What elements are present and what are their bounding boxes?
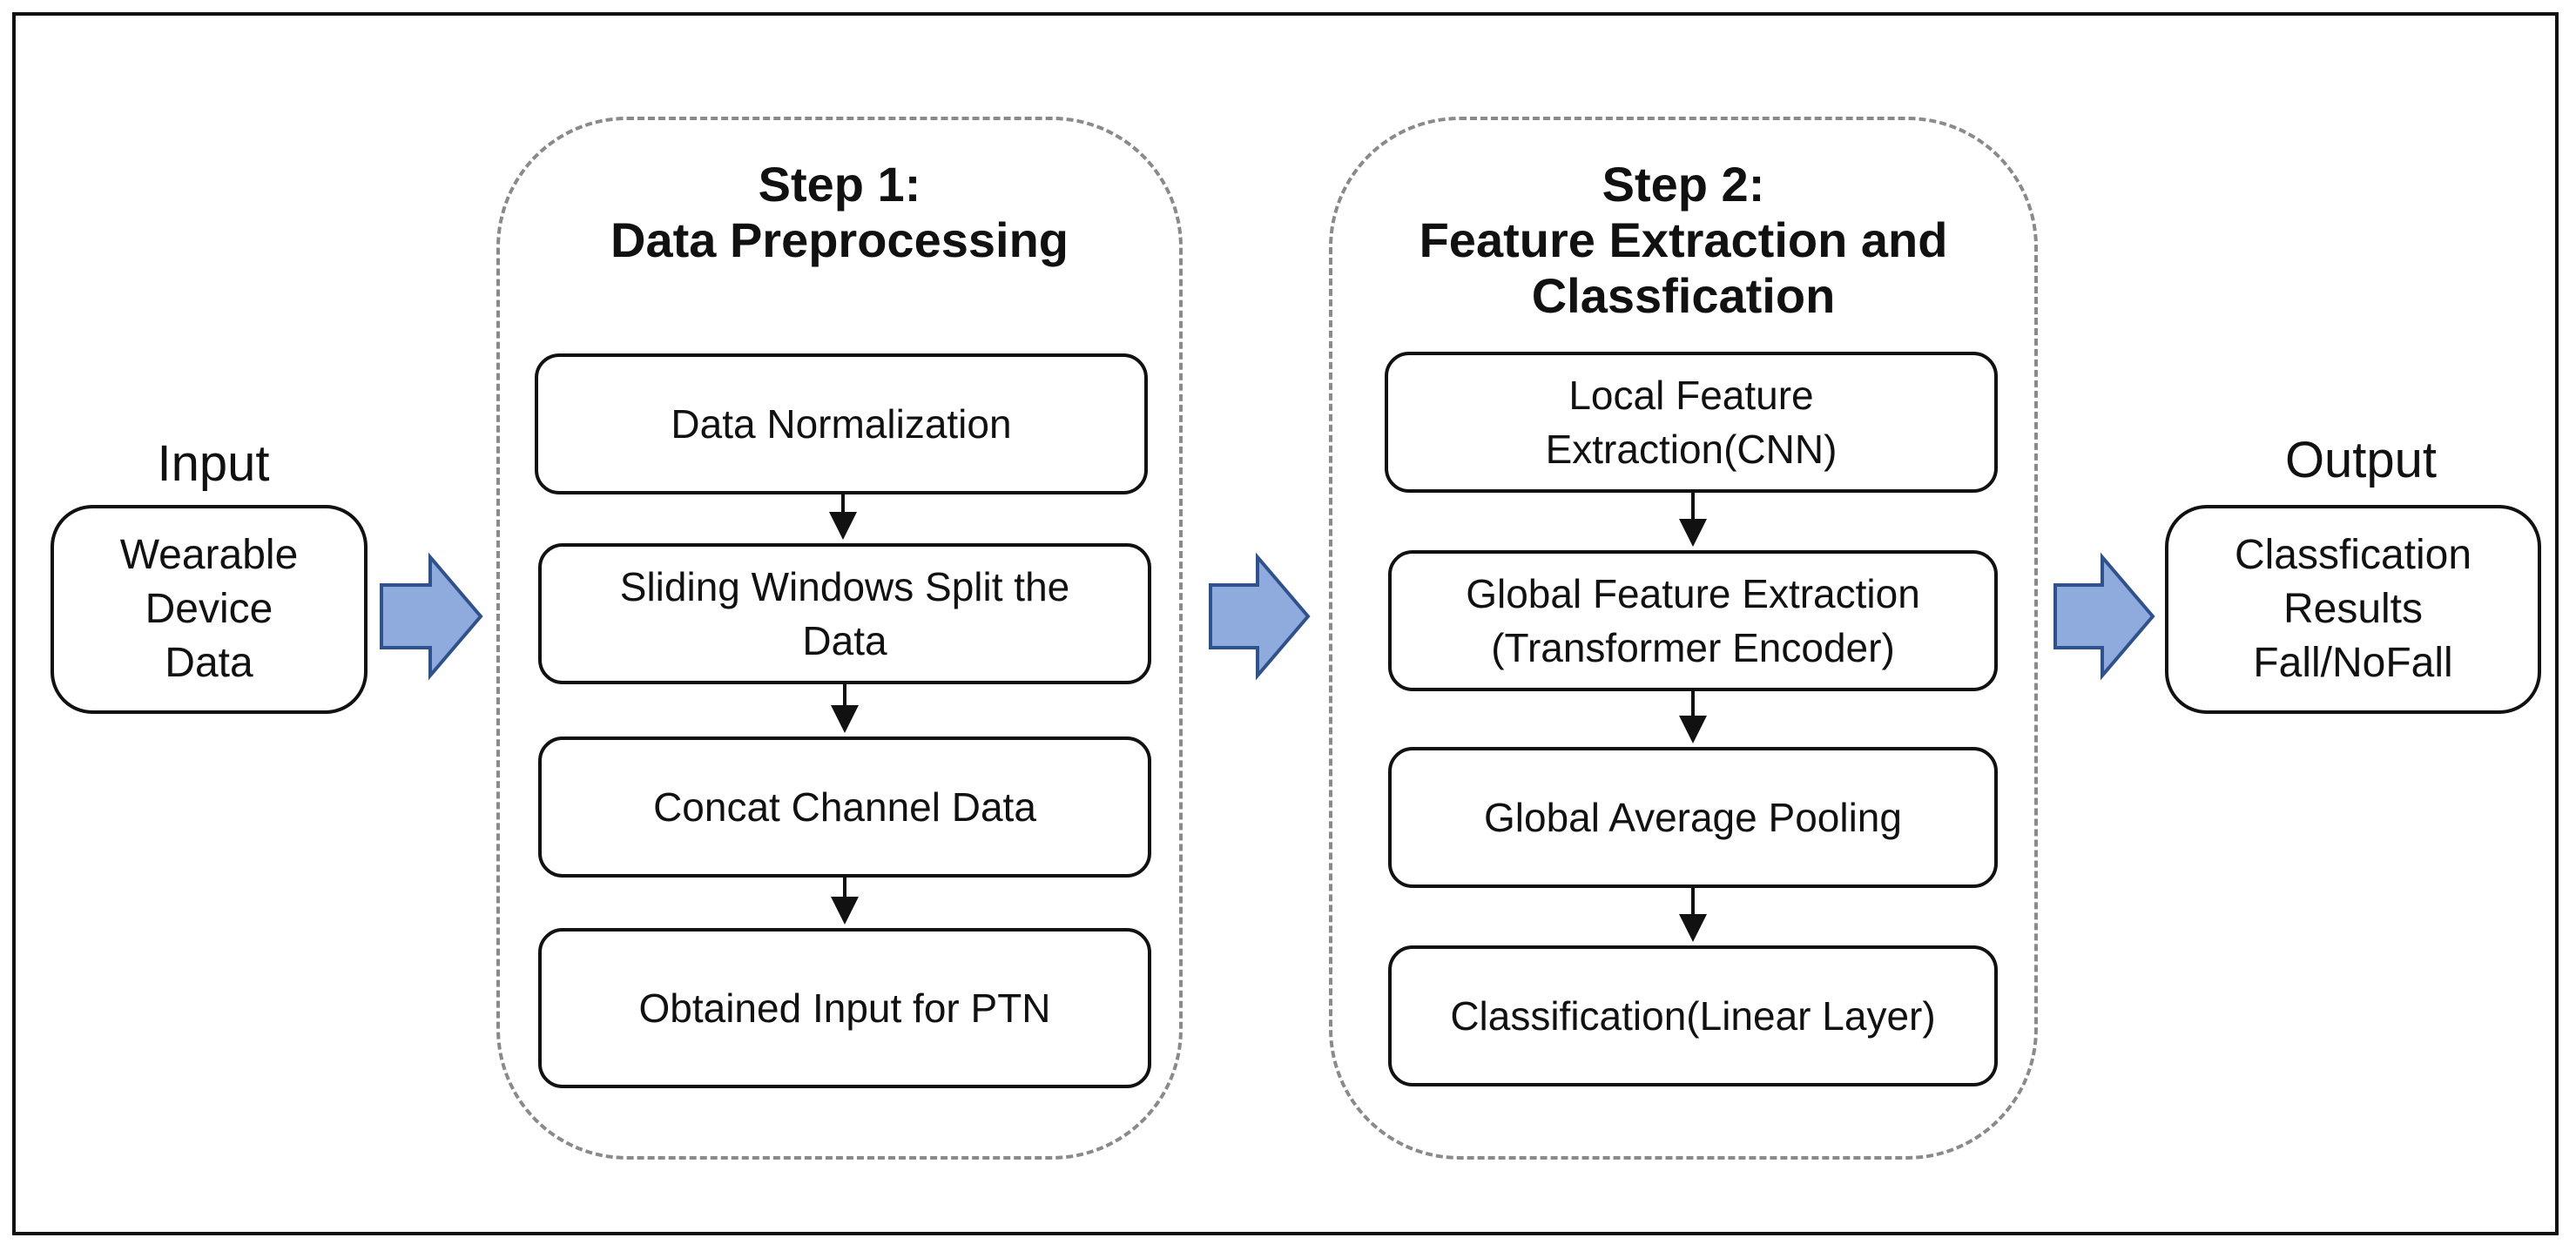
step1-panel: [496, 117, 1183, 1160]
output-label: Output: [2284, 432, 2438, 488]
output-box: Classfication Results Fall/NoFall: [2165, 505, 2541, 714]
diagram-frame: [12, 12, 2559, 1235]
step1-box-concat-channel: Concat Channel Data: [538, 736, 1151, 878]
step1-box-obtained-input: Obtained Input for PTN: [538, 928, 1151, 1088]
step1-box-sliding-windows: Sliding Windows Split the Data: [538, 543, 1151, 684]
step2-box-local-feature: Local Feature Extraction(CNN): [1385, 352, 1998, 493]
step2-box-global-feature: Global Feature Extraction (Transformer E…: [1388, 550, 1998, 691]
step1-title: Step 1: Data Preprocessing: [610, 157, 1069, 267]
step2-box-global-average-pooling: Global Average Pooling: [1388, 747, 1998, 888]
input-label: Input: [157, 435, 270, 492]
step2-title: Step 2: Feature Extraction and Classfica…: [1419, 157, 1948, 323]
input-box: Wearable Device Data: [51, 505, 368, 714]
step1-box-data-normalization: Data Normalization: [535, 353, 1148, 494]
step2-panel: [1329, 117, 2038, 1160]
step2-box-classification: Classification(Linear Layer): [1388, 945, 1998, 1086]
